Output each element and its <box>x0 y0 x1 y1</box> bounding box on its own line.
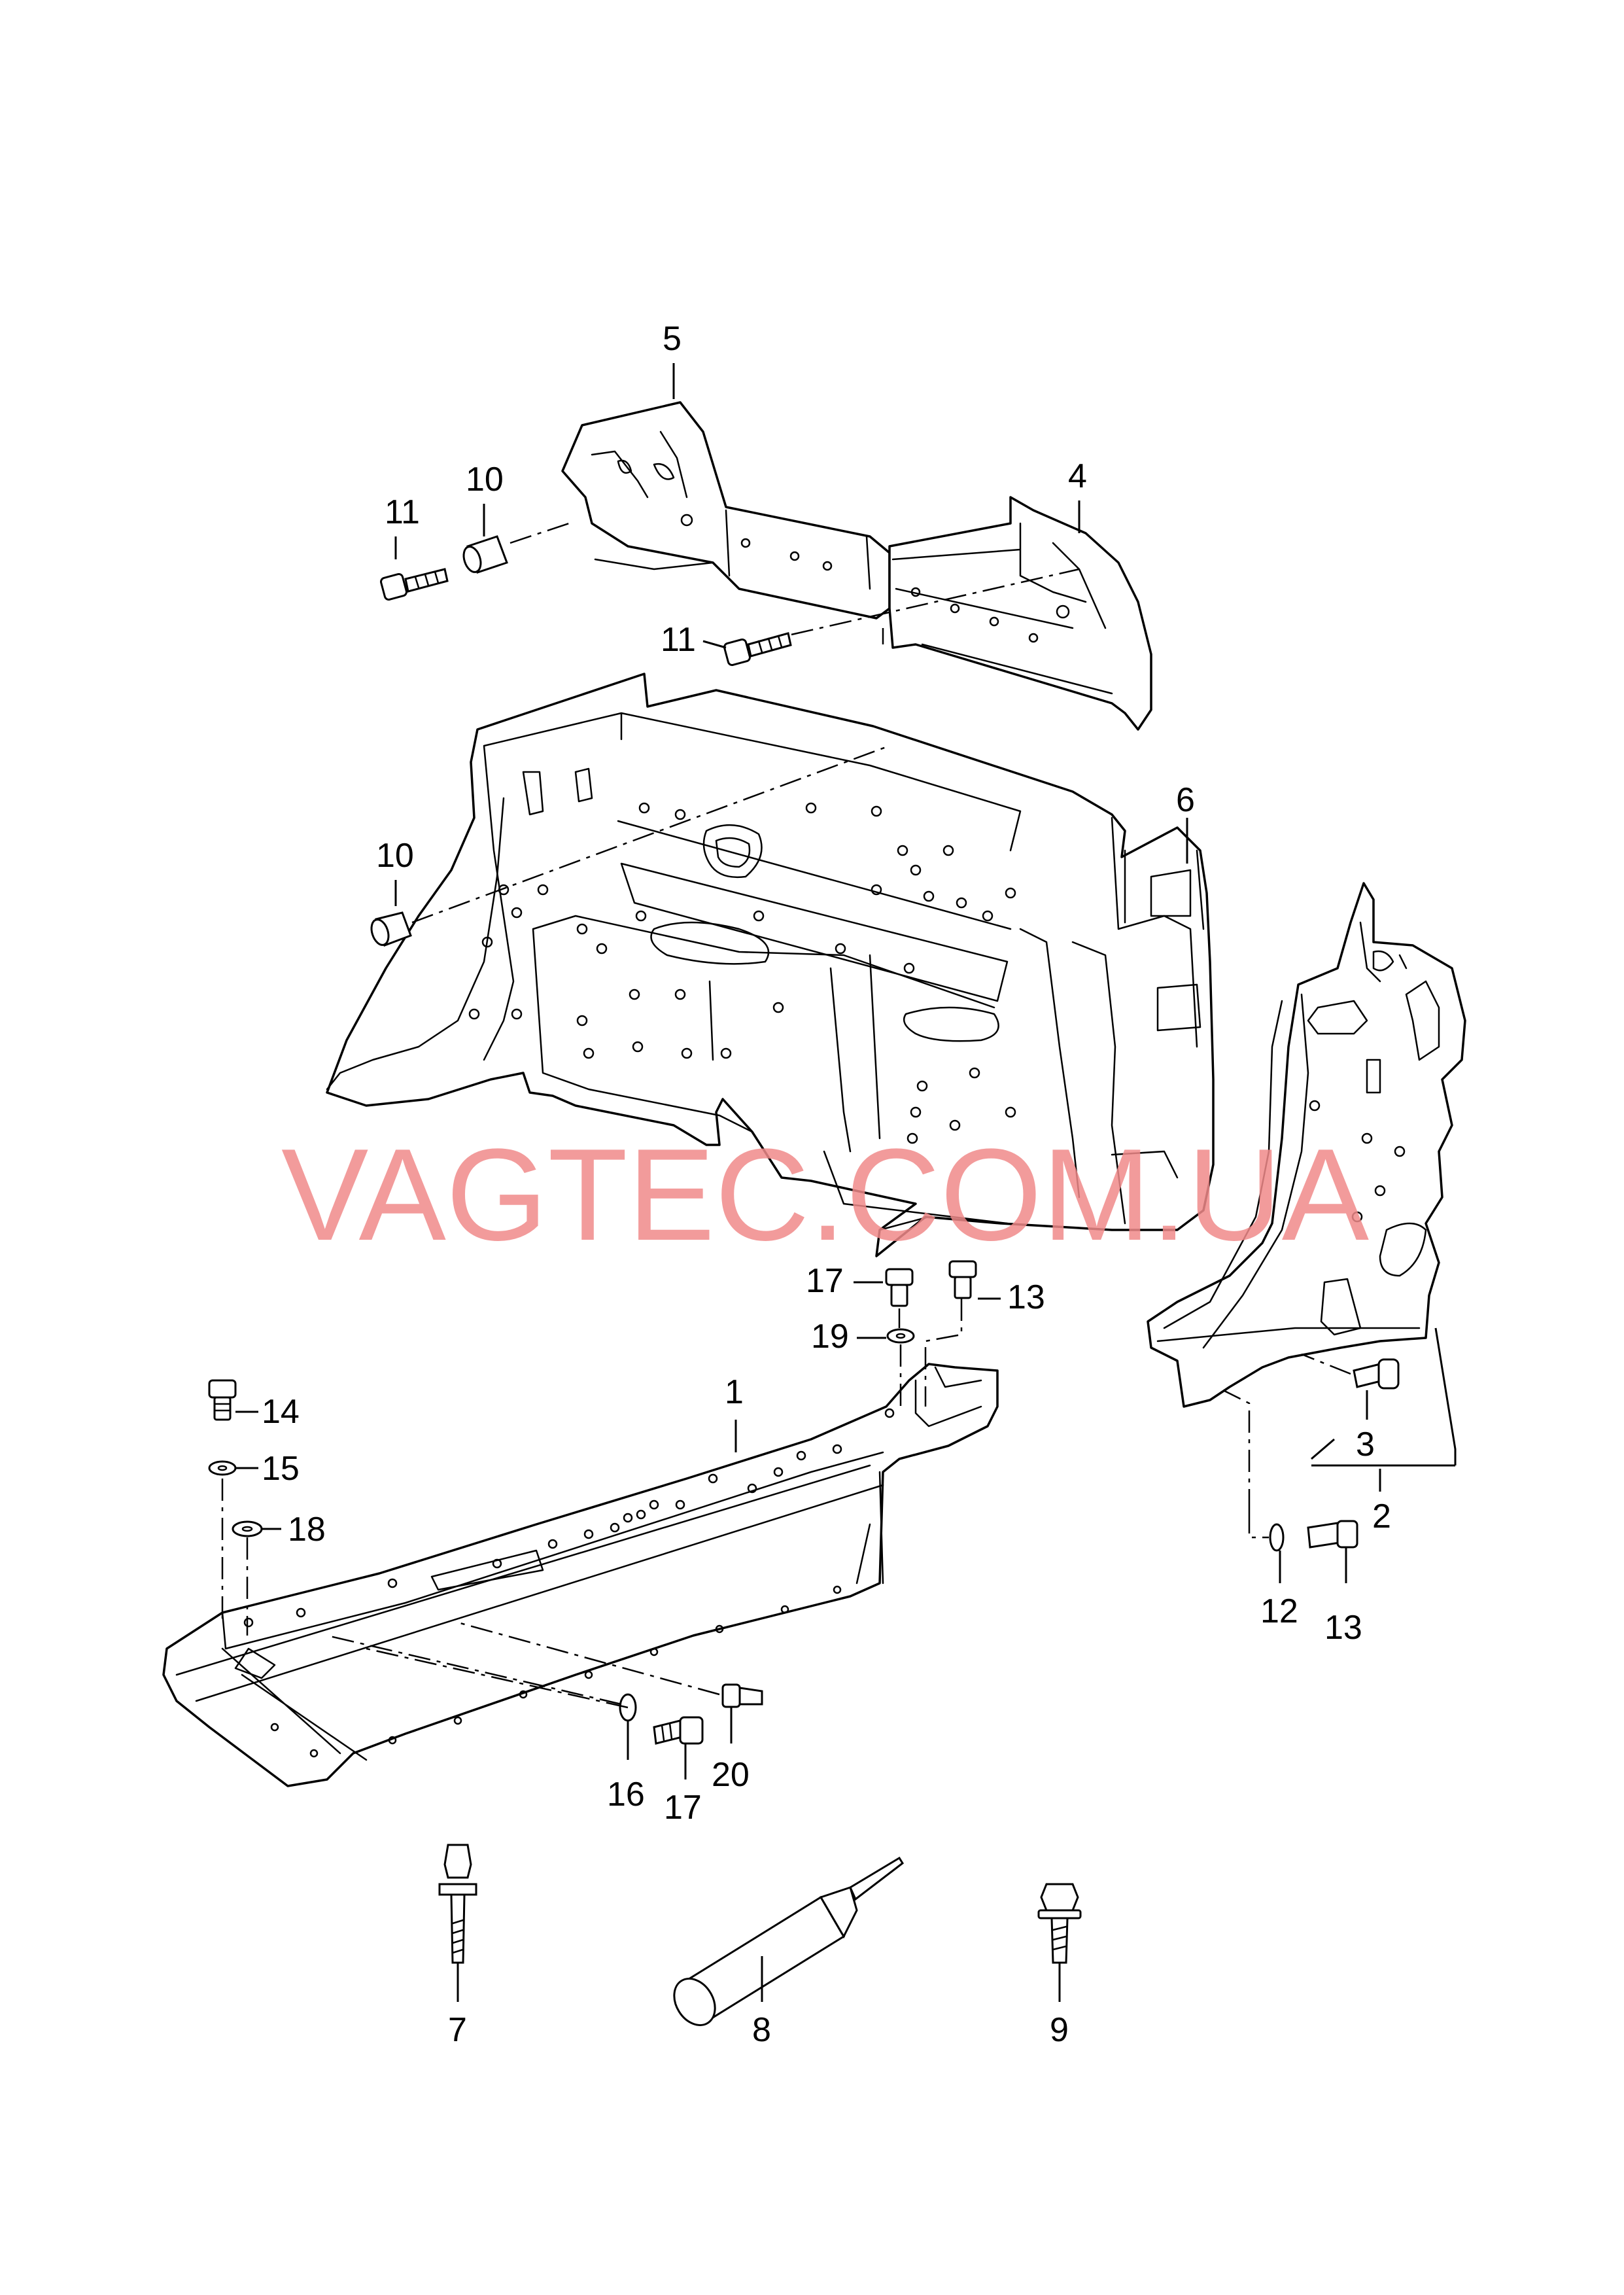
callout-19: 19 <box>811 1318 849 1356</box>
bolt-17-lower[interactable] <box>653 1716 704 1745</box>
callout-16: 16 <box>607 1776 645 1813</box>
callout-4: 4 <box>1068 457 1087 495</box>
callout-12: 12 <box>1260 1592 1298 1630</box>
callout-13-upper: 13 <box>1007 1278 1045 1316</box>
callout-2: 2 <box>1372 1498 1391 1535</box>
callout-5: 5 <box>663 320 682 358</box>
bolt-13-upper[interactable] <box>948 1260 977 1299</box>
bolt-11-lower[interactable] <box>723 632 792 666</box>
bolt-17-upper[interactable] <box>885 1268 914 1307</box>
bolt-14[interactable] <box>208 1379 237 1421</box>
callout-14: 14 <box>262 1393 300 1431</box>
part-2-side-panel-assembly[interactable] <box>1147 882 1466 1408</box>
floor-hole-pattern <box>468 802 1016 1144</box>
spacer-10-upper[interactable] <box>460 535 508 574</box>
bolt-13-lower[interactable] <box>1307 1520 1358 1549</box>
bolt-3[interactable] <box>1353 1358 1400 1390</box>
part-5-rear-member[interactable] <box>561 401 891 620</box>
callout-10-lower: 10 <box>376 837 414 875</box>
spacer-10-lower[interactable] <box>368 911 412 947</box>
callout-18: 18 <box>288 1511 326 1549</box>
washer-12[interactable] <box>1269 1523 1285 1552</box>
callout-17-upper: 17 <box>806 1262 844 1300</box>
watermark-text: VAGTEC.COM.UA <box>281 1122 1370 1268</box>
callout-11-upper: 11 <box>385 493 420 531</box>
leader-lines <box>235 363 1457 2002</box>
sill-hole-pattern <box>243 1408 895 1758</box>
assembly-lines <box>221 522 1351 1709</box>
callout-3: 3 <box>1356 1426 1375 1463</box>
sealant-tube-8[interactable] <box>666 1856 904 2033</box>
part-1-sill-panel[interactable] <box>162 1363 999 1787</box>
callout-20: 20 <box>712 1756 750 1794</box>
callout-labels: 5 4 6 11 10 11 10 17 13 19 1 14 15 18 3 … <box>262 320 1391 2049</box>
washer-15[interactable] <box>208 1460 237 1476</box>
washer-19[interactable] <box>886 1328 915 1344</box>
bolt-20[interactable] <box>721 1683 763 1708</box>
part-6-rear-floor-assembly[interactable] <box>326 673 1215 1257</box>
part-4-rear-member-extension[interactable] <box>888 496 1152 731</box>
callout-1: 1 <box>725 1373 744 1411</box>
washer-18[interactable] <box>232 1520 263 1537</box>
callout-13-lower: 13 <box>1324 1609 1362 1647</box>
bolt-11-upper[interactable] <box>380 568 449 601</box>
callout-15: 15 <box>262 1450 300 1488</box>
callout-11-lower: 11 <box>661 621 696 659</box>
stud-7[interactable] <box>438 1844 477 1964</box>
bolt-9[interactable] <box>1037 1883 1082 1964</box>
callout-8: 8 <box>752 2011 771 2049</box>
callout-17-lower: 17 <box>664 1789 702 1827</box>
callout-9: 9 <box>1050 2011 1069 2049</box>
callout-6: 6 <box>1176 781 1195 819</box>
callout-10-upper: 10 <box>466 461 504 499</box>
callout-7: 7 <box>448 2011 467 2049</box>
